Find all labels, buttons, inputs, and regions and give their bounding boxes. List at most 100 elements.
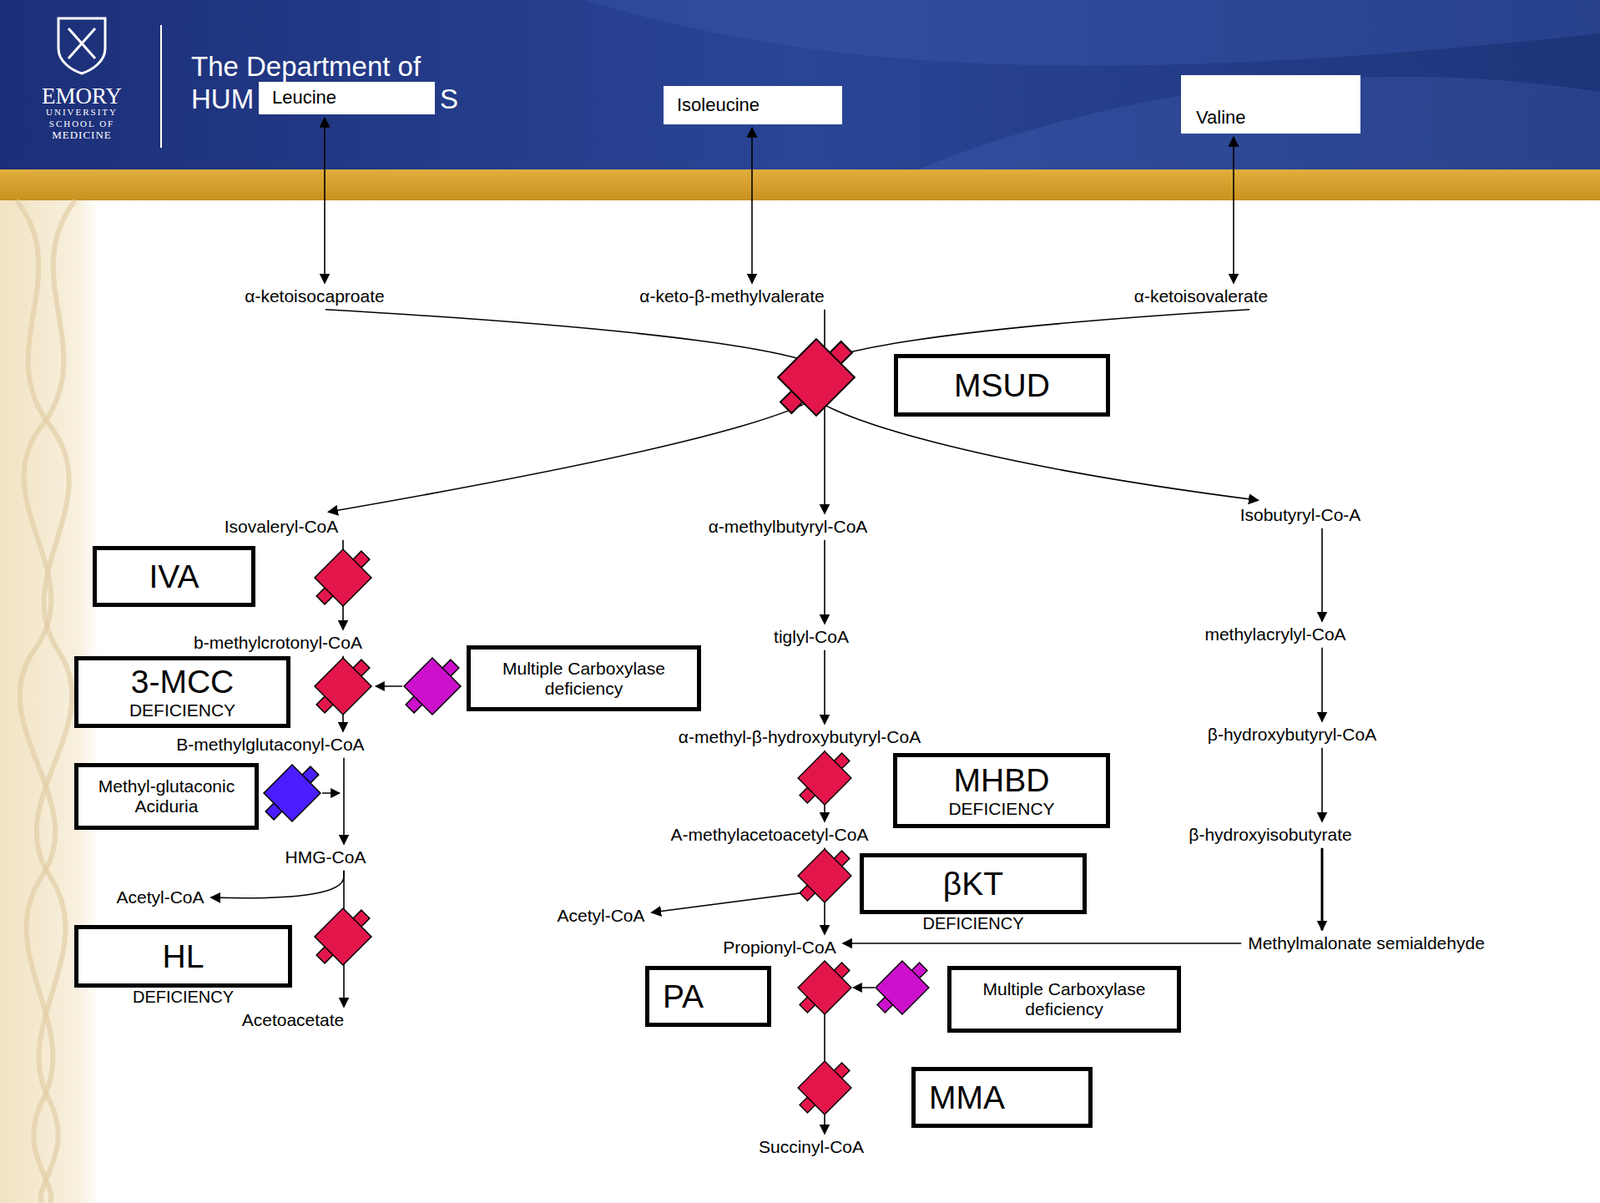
metabolite-label: α-ketoisovalerate xyxy=(1134,286,1268,307)
node-label: Acetyl-CoA xyxy=(556,905,645,926)
metabolite-label: B-methylglutaconyl-CoA xyxy=(176,734,364,755)
small-arrow xyxy=(375,685,403,687)
metabolite-label: Isovaleryl-CoA xyxy=(224,516,339,537)
pathway-arrow xyxy=(823,650,826,724)
disorder-box: MHBDDEFICIENCY xyxy=(893,752,1111,828)
metabolite-label: α-methyl-β-hydroxybutyryl-CoA xyxy=(678,726,921,748)
node-label: Methylmalonate semialdehyde xyxy=(1247,933,1485,954)
node-sublabel: DEFICIENCY xyxy=(78,988,288,1005)
enzyme-block-symbol xyxy=(790,841,859,910)
enzyme-block-symbol xyxy=(790,953,859,1022)
metabolite-label: Methylmalonate semialdehyde xyxy=(1247,933,1485,954)
enzyme-block-symbol xyxy=(790,743,859,813)
node-label: α-methylbutyryl-CoA xyxy=(708,516,869,537)
node-label: α-keto-β-methylvalerate xyxy=(639,286,824,307)
node-label: Isobutyryl-Co-A xyxy=(1240,504,1362,525)
metabolite-label: tiglyl-CoA xyxy=(773,626,849,647)
emory-shield xyxy=(58,18,106,74)
node-sublabel: DEFICIENCY xyxy=(863,914,1083,932)
metabolite-label: α-ketoisocaproate xyxy=(244,286,384,307)
node-label: Succinyl-CoA xyxy=(758,1136,864,1157)
pathway-arrow xyxy=(1321,647,1323,722)
disorder-box: IVA xyxy=(92,545,256,607)
logo-text: MEDICINE xyxy=(51,129,112,142)
node-label: Multiple Carboxylase deficiency xyxy=(479,658,689,698)
node-label: B-methylglutaconyl-CoA xyxy=(176,734,364,755)
disorder-box: PA xyxy=(645,965,772,1027)
pathway-arrow xyxy=(651,847,825,913)
node-label: Leucine xyxy=(272,87,337,109)
cofactor-disorder-box: Multiple Carboxylase deficiency xyxy=(947,965,1182,1033)
department-name: S xyxy=(439,84,459,115)
node-label: β-hydroxyisobutyrate xyxy=(1188,824,1352,845)
enzyme-block-symbol xyxy=(306,899,380,974)
node-label: Methyl-glutaconic Aciduria xyxy=(86,776,247,816)
metabolite-label: Succinyl-CoA xyxy=(758,1136,864,1157)
node-label: Valine xyxy=(1196,107,1247,129)
metabolite-label: β-hydroxybutyryl-CoA xyxy=(1207,724,1377,745)
pathway-arrow xyxy=(1321,528,1323,621)
metabolite-label: β-hydroxyisobutyrate xyxy=(1188,824,1352,845)
metabolite-label: b-methylcrotonyl-CoA xyxy=(193,632,363,653)
logo-text: EMORY xyxy=(41,84,122,110)
node-label: Multiple Carboxylase deficiency xyxy=(959,979,1169,1019)
metabolite-label: Acetoacetate xyxy=(242,1009,345,1030)
metabolite-label: Acetyl-CoA xyxy=(556,905,645,926)
pathway-arrow xyxy=(823,309,826,514)
cofactor-disorder-box: Multiple Carboxylase deficiency xyxy=(466,645,702,712)
metabolite-label: methylacrylyl-CoA xyxy=(1204,624,1346,645)
small-arrow xyxy=(322,792,340,794)
node-label: 3-MCC xyxy=(131,663,235,701)
metabolite-label: α-keto-β-methylvalerate xyxy=(639,286,824,307)
node-label: Isovaleryl-CoA xyxy=(224,516,339,537)
metabolite-label: α-methylbutyryl-CoA xyxy=(708,516,869,537)
department-name: The Department of xyxy=(191,51,421,82)
enzyme-block-symbol xyxy=(306,649,380,723)
amino-acid-box: Isoleucine xyxy=(663,85,843,125)
node-label: MSUD xyxy=(953,367,1050,404)
pathway-arrow xyxy=(343,757,345,844)
emory-shield xyxy=(68,28,96,59)
node-label: b-methylcrotonyl-CoA xyxy=(193,632,363,653)
department-name: HUM xyxy=(191,84,254,115)
pathway-arrow xyxy=(1321,847,1324,930)
logo-text: SCHOOL OF xyxy=(49,118,115,129)
node-label: HL xyxy=(162,938,205,975)
disorder-box: MSUD xyxy=(893,353,1111,417)
node-label: Acetoacetate xyxy=(242,1009,345,1030)
node-label: Acetyl-CoA xyxy=(116,887,204,908)
pathway-arrow xyxy=(325,309,835,512)
node-label: α-methyl-β-hydroxybutyryl-CoA xyxy=(678,726,921,748)
node-label: methylacrylyl-CoA xyxy=(1204,624,1346,645)
node-label: IVA xyxy=(149,558,200,596)
logo-divider xyxy=(160,25,162,148)
small-arrow xyxy=(852,986,875,989)
disorder-box: Methyl-glutaconic Aciduria xyxy=(74,762,259,830)
dna-strand xyxy=(20,200,76,1203)
pathway-arrow xyxy=(797,309,1259,500)
enzyme-block-symbol xyxy=(767,328,866,427)
metabolite-label: Isobutyryl-Co-A xyxy=(1240,504,1362,525)
node-sublabel: DEFICIENCY xyxy=(948,798,1055,819)
disorder-box: HLDEFICIENCY xyxy=(74,924,293,988)
pathway-arrow xyxy=(1232,136,1235,283)
pathway-arrow xyxy=(211,870,344,899)
node-label: PA xyxy=(662,978,704,1015)
node-label: α-ketoisovalerate xyxy=(1134,286,1268,307)
node-label: MHBD xyxy=(953,762,1050,799)
metabolite-label: HMG-CoA xyxy=(285,847,367,868)
node-sublabel: DEFICIENCY xyxy=(129,700,236,721)
node-label: Isoleucine xyxy=(676,95,760,117)
node-label: α-ketoisocaproate xyxy=(244,286,384,307)
disorder-box: 3-MCCDEFICIENCY xyxy=(74,656,291,728)
logo-text: UNIVERSITY xyxy=(45,106,118,117)
enzyme-block-symbol xyxy=(255,756,329,830)
pathway-arrow xyxy=(323,117,326,283)
node-label: Propionyl-CoA xyxy=(722,937,836,958)
pathway-arrow xyxy=(842,942,1242,944)
disorder-box: MMA xyxy=(911,1066,1093,1128)
amino-acid-box: Valine xyxy=(1181,75,1361,134)
header-streak xyxy=(584,0,1600,66)
node-label: HMG-CoA xyxy=(285,847,367,868)
pathway-arrow xyxy=(1321,747,1323,822)
